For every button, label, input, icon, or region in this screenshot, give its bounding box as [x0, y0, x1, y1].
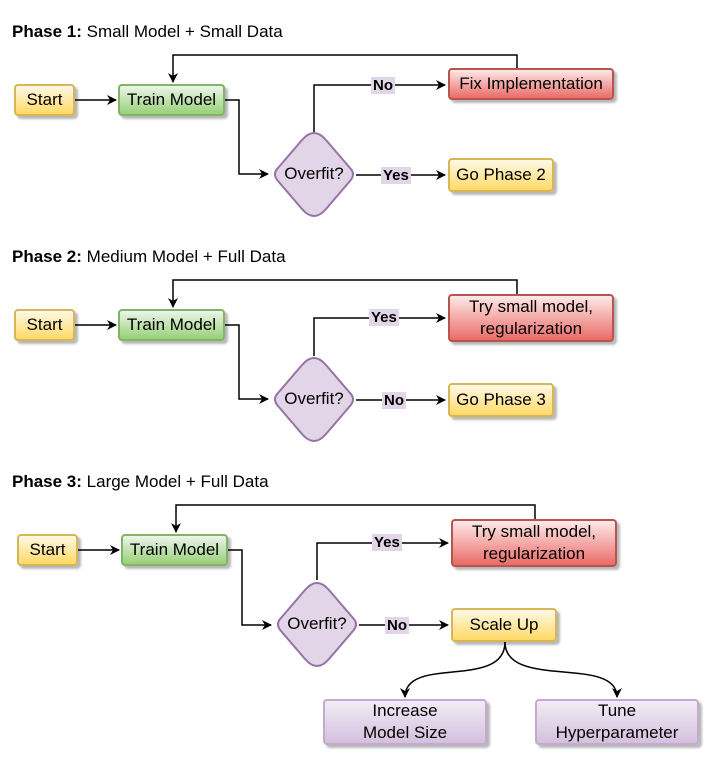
p2-edge-decision-top [313, 313, 446, 356]
p2-top-edge-label: Yes [369, 309, 399, 326]
p2-start-node: Start [14, 309, 75, 341]
p1-edge-loop [168, 54, 518, 83]
p3-edge-scale-leaf2 [504, 641, 622, 698]
p2-next-phase-node: Go Phase 3 [448, 383, 554, 417]
p1-train-node: Train Model [118, 84, 225, 116]
p3-scale-up-node: Scale Up [451, 608, 557, 642]
p2-try-small-node: Try small model, regularization [448, 294, 614, 342]
p3-top-edge-label: Yes [372, 534, 402, 551]
p3-increase-size-node: Increase Model Size [323, 699, 487, 745]
p3-tune-line2: Hyperparameter [555, 723, 679, 742]
p2-train-node: Train Model [118, 309, 225, 341]
p2-try-small-line2: regularization [479, 319, 583, 338]
p3-start-node: Start [17, 534, 78, 566]
p3-try-small-line2: regularization [482, 544, 586, 563]
p3-decision-shape [277, 581, 357, 668]
p3-bottom-edge-label: No [385, 617, 409, 634]
p1-start-node: Start [14, 84, 75, 116]
p1-next-phase-node: Go Phase 2 [448, 158, 554, 192]
p2-edge-train-decision [225, 324, 269, 404]
p1-fix-node: Fix Implementation [448, 68, 614, 100]
phase-3-title: Phase 3: Large Model + Full Data [12, 472, 269, 491]
p3-tune-node: Tune Hyperparameter [535, 699, 699, 745]
p3-increase-line2: Model Size [362, 723, 448, 742]
p1-top-edge-label: No [371, 77, 395, 94]
p3-tune-line1: Tune [597, 701, 637, 720]
p2-bottom-edge-label: No [382, 392, 406, 409]
phase-1-title: Phase 1: Small Model + Small Data [12, 22, 283, 41]
p1-decision-shape [274, 131, 354, 218]
p3-edge-loop [171, 504, 536, 533]
p3-train-node: Train Model [121, 534, 228, 566]
p1-bottom-edge-label: Yes [381, 167, 411, 184]
p2-decision-shape [274, 356, 354, 443]
p3-edge-scale-leaf1 [400, 641, 506, 698]
p2-decision-label: Overfit? [284, 389, 344, 408]
p1-edge-decision-top [313, 80, 446, 132]
p3-edge-train-decision [228, 549, 272, 630]
p2-edge-loop [168, 279, 518, 308]
p3-try-small-line1: Try small model, [471, 522, 597, 541]
p3-increase-line1: Increase [372, 701, 438, 720]
p3-decision-label: Overfit? [287, 614, 347, 633]
p1-edge-train-decision [225, 99, 269, 179]
p3-edge-decision-top [316, 538, 449, 580]
p1-decision-label: Overfit? [284, 164, 344, 183]
phase-2-title: Phase 2: Medium Model + Full Data [12, 247, 286, 266]
p2-try-small-line1: Try small model, [468, 297, 594, 316]
p3-try-small-node: Try small model, regularization [451, 519, 617, 567]
